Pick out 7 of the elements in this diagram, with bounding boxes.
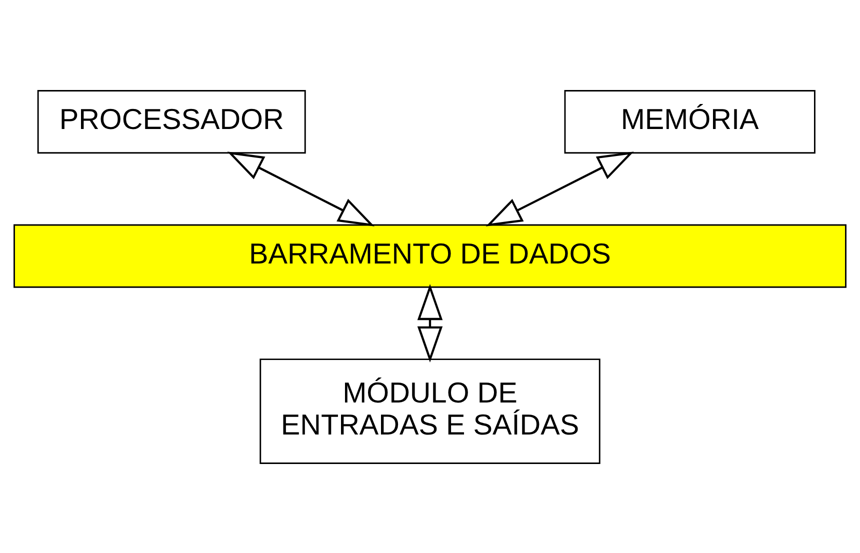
node-box: MEMÓRIA xyxy=(564,90,816,154)
arrow xyxy=(227,151,375,226)
arrow xyxy=(417,283,443,362)
node-box: BARRAMENTO DE DADOS xyxy=(14,224,846,288)
node-box: MÓDULO DE ENTRADAS E SAÍDAS xyxy=(260,358,600,464)
arrow xyxy=(486,151,634,226)
node-box: PROCESSADOR xyxy=(37,90,306,154)
